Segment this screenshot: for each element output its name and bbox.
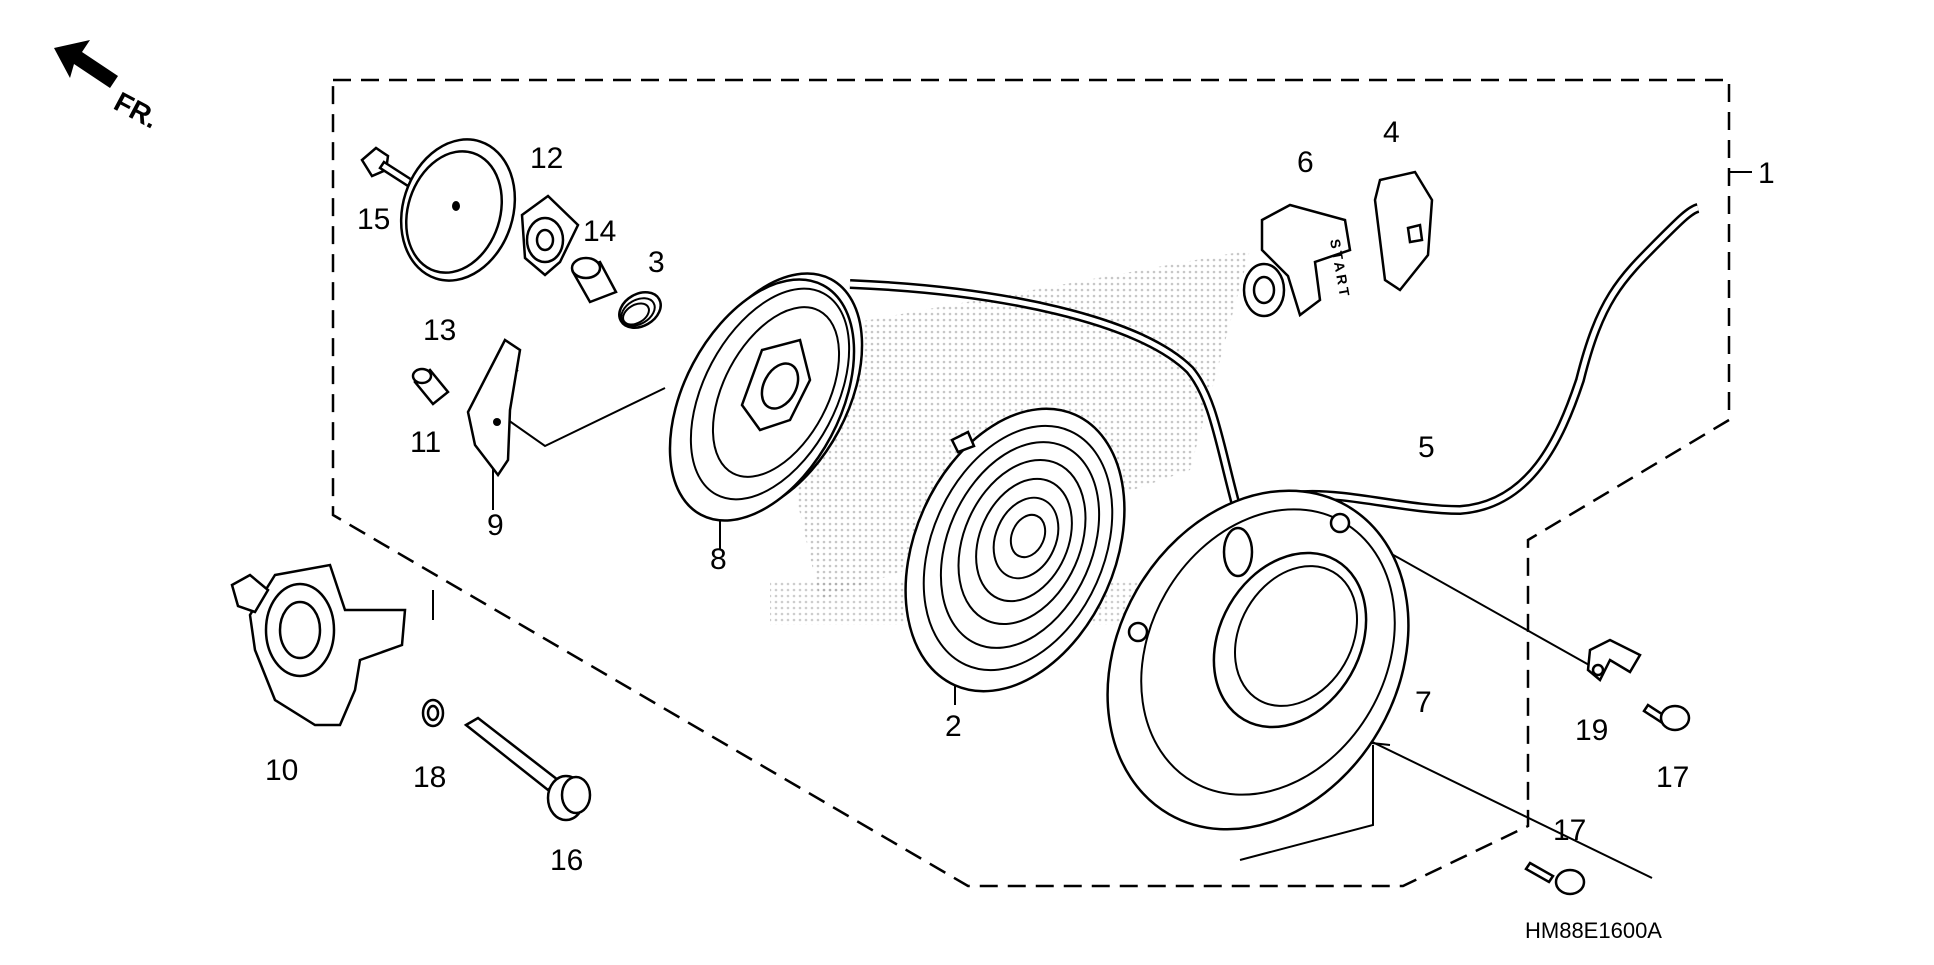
collar-14	[570, 256, 618, 304]
callout-1: 1	[1758, 157, 1775, 190]
callout-6: 6	[1297, 146, 1314, 179]
callout-14: 14	[583, 215, 616, 248]
guide-19	[1586, 638, 1642, 682]
callout-15: 15	[357, 203, 390, 236]
callout-4: 4	[1383, 116, 1400, 149]
starter-case-7	[1106, 489, 1410, 831]
callout-19: 19	[1575, 714, 1608, 747]
callout-2: 2	[945, 710, 962, 743]
spring-3	[618, 291, 662, 329]
ratchet-9	[466, 338, 522, 478]
callout-17a: 17	[1656, 761, 1689, 794]
friction-plate-12	[520, 194, 580, 277]
rope-5	[849, 203, 1700, 524]
plate-13	[399, 138, 517, 282]
callout-8: 8	[710, 543, 727, 576]
bolt-15	[360, 146, 414, 188]
callout-10: 10	[265, 754, 298, 787]
front-direction-arrow-icon	[54, 40, 118, 88]
pin-11	[411, 367, 450, 406]
callout-labels: 1 2 3 4 5 6 7 8 9 10 11 12 13 14 15 16 1…	[265, 116, 1775, 877]
callout-9: 9	[487, 509, 504, 542]
handle-cap-4	[1373, 170, 1434, 292]
flange-bolt-16	[463, 716, 592, 822]
washer-18	[421, 698, 445, 728]
callout-16: 16	[550, 844, 583, 877]
callout-7: 7	[1415, 686, 1432, 719]
callout-3: 3	[648, 246, 665, 279]
callout-17b: 17	[1553, 814, 1586, 847]
diagram-code: HM88E1600A	[1525, 918, 1662, 943]
assembly-outline	[331, 78, 1731, 888]
bolt-17b	[1524, 861, 1586, 896]
callout-18: 18	[413, 761, 446, 794]
callout-5: 5	[1418, 431, 1435, 464]
bolt-17a	[1642, 703, 1691, 732]
pulley-10	[230, 563, 407, 727]
callout-12: 12	[530, 142, 563, 175]
spiral-spring-2	[904, 407, 1126, 693]
reel-8	[668, 272, 864, 522]
direction-label: FR.	[109, 86, 163, 135]
callout-11: 11	[410, 426, 441, 459]
callout-13: 13	[423, 314, 456, 347]
start-handle-6: START	[1242, 203, 1353, 318]
